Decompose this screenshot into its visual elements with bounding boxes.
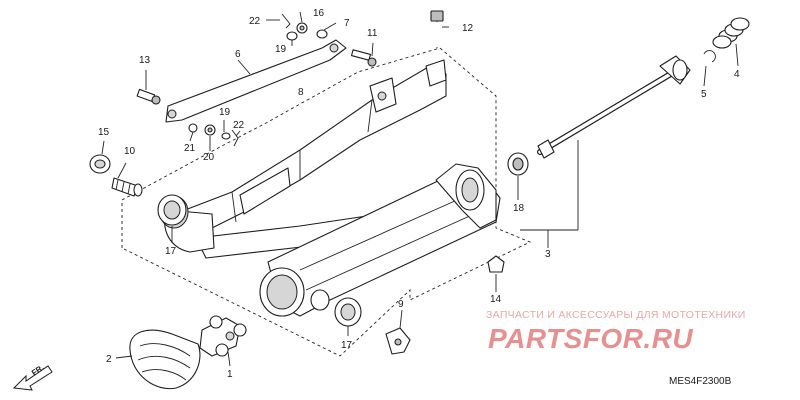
- oil-seal-18: [507, 152, 529, 176]
- callout-6: 6: [235, 49, 241, 60]
- watermark: ЗАПЧАСТИ И АКСЕССУАРЫ ДЛЯ МОТОТЕХНИКИ PA…: [486, 309, 746, 354]
- washer-19-lower: [204, 124, 216, 136]
- universal-joint: [199, 315, 247, 357]
- torque-rod: [165, 39, 347, 123]
- washer-7: [316, 29, 328, 39]
- nut-14: [487, 255, 505, 273]
- nut-21: [188, 123, 198, 133]
- nut-20: [221, 132, 231, 140]
- dust-seal-15: [89, 154, 111, 174]
- nut-16: [296, 22, 308, 34]
- callout-2: 2: [106, 354, 112, 365]
- callout-21: 21: [184, 143, 196, 154]
- callout-12: 12: [462, 23, 474, 34]
- watermark-caption: ЗАПЧАСТИ И АКСЕССУАРЫ ДЛЯ МОТОТЕХНИКИ: [486, 309, 746, 321]
- bearing-17-left: [157, 194, 187, 226]
- callout-11: 11: [367, 28, 378, 39]
- callout-17-lower: 17: [341, 340, 353, 351]
- callout-13: 13: [139, 55, 151, 66]
- callout-8: 8: [298, 87, 304, 98]
- callout-1: 1: [227, 369, 233, 380]
- callout-9: 9: [398, 299, 404, 310]
- pin-22-lower: [231, 129, 239, 147]
- callout-4: 4: [734, 69, 740, 80]
- watermark-logo: PARTSFOR.RU: [488, 323, 693, 354]
- callout-7: 7: [344, 18, 350, 29]
- front-direction-arrow: FR.: [12, 363, 53, 391]
- callout-3: 3: [545, 249, 551, 260]
- callout-15: 15: [98, 127, 110, 138]
- cap-9: [385, 327, 411, 355]
- callout-22-lower: 22: [233, 120, 245, 131]
- bearing-17-lower: [334, 297, 362, 327]
- leader-lines: [101, 11, 739, 367]
- callout-numbers: 22 16 7 19 12 11 6 13 8 19 22 15 21 10 2…: [98, 8, 740, 380]
- callout-5: 5: [701, 89, 707, 100]
- callout-19-upper: 19: [275, 44, 287, 55]
- diagram-code: MES4F2300B: [669, 376, 732, 387]
- washer-19-upper: [286, 31, 298, 41]
- callout-16: 16: [313, 8, 325, 19]
- drive-shaft: [537, 55, 691, 159]
- callout-18: 18: [513, 203, 525, 214]
- bolt-13: [136, 88, 161, 105]
- pin-22-upper: [281, 13, 291, 29]
- callout-14: 14: [490, 294, 502, 305]
- callout-20: 20: [203, 152, 215, 163]
- bolt-11: [350, 49, 377, 67]
- pivot-bolt-10: [111, 177, 143, 197]
- boot: [129, 329, 201, 390]
- assembly-boundary: [121, 47, 532, 357]
- callout-10: 10: [124, 146, 136, 157]
- bolt-12: [430, 10, 444, 48]
- callout-17-left: 17: [165, 246, 177, 257]
- callout-22-upper: 22: [249, 16, 261, 27]
- callout-19-lower: 19: [219, 107, 231, 118]
- circlip-5: [703, 50, 716, 63]
- spring-4: [712, 17, 750, 49]
